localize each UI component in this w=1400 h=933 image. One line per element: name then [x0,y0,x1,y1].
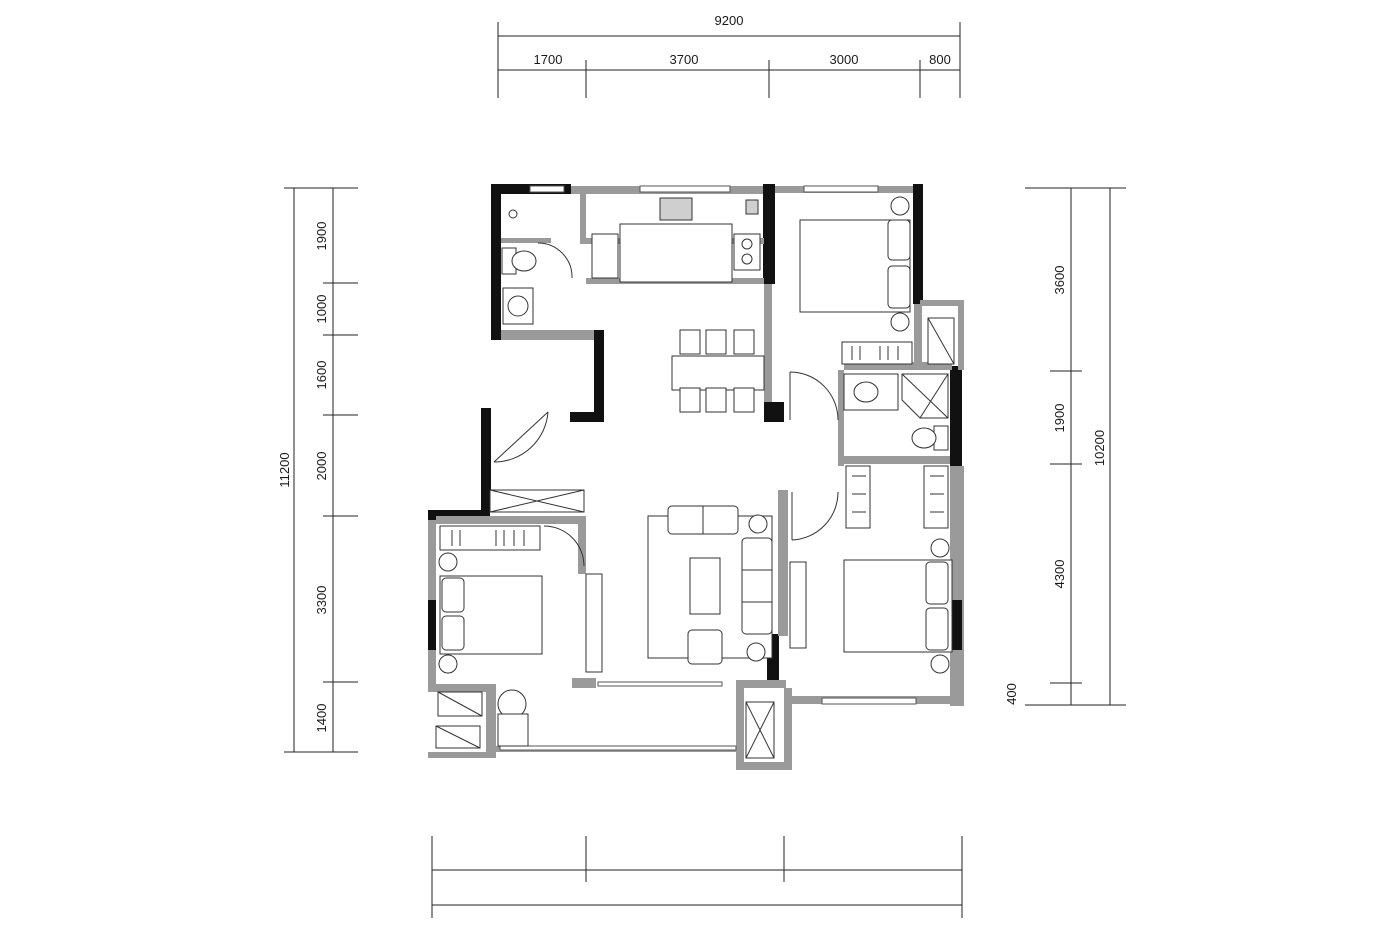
bathroom-right [843,373,949,451]
sink-icon [853,381,879,403]
wardrobe-right-top [841,341,913,365]
bedroom-door-swing [791,491,839,541]
floor-lamp-icon [748,514,768,534]
entry-door [489,411,585,513]
nightstand-lamp-icon [930,538,950,558]
left-dim-5: 3300 [314,586,329,615]
chair-icon [733,329,755,355]
chair-icon [705,387,727,413]
floor-drain-icon [508,209,518,219]
top-dim-2: 3700 [670,52,699,67]
nightstand-lamp-icon [890,312,910,332]
top-dim-4: 800 [929,52,951,67]
ac-units [435,317,955,759]
dining-table [671,355,765,391]
wardrobe [845,465,871,529]
armchair-icon [687,629,723,665]
left-dim-4: 2000 [314,452,329,481]
right-dim-3: 4300 [1052,560,1067,589]
kitchen [591,197,761,283]
bedroom-door-swing [789,371,839,421]
nightstand-lamp-icon [438,552,458,572]
bedroom-top-right [789,196,911,421]
left-dimensions: 11200 1900 1000 1600 2000 3300 1400 [277,187,358,753]
toilet-icon [511,250,537,272]
chair-icon [733,387,755,413]
left-dim-1: 1900 [314,222,329,251]
nightstand-lamp-icon [438,654,458,674]
right-dim-4: 400 [1004,683,1019,705]
nightstand-lamp-icon [890,196,910,216]
sink-icon [507,295,529,317]
toilet-icon [911,427,937,449]
left-dim-3: 1600 [314,361,329,390]
top-dim-1: 1700 [534,52,563,67]
right-dim-2: 1900 [1052,404,1067,433]
right-dimensions: 10200 3600 1900 4300 400 [1004,187,1126,706]
floor-lamp-icon [746,642,766,662]
chair-icon [679,387,701,413]
chair-icon [679,329,701,355]
wardrobe [923,465,949,529]
bath-door-swing [537,242,573,279]
bedroom-right-lower [789,465,953,674]
right-total-dim: 10200 [1092,430,1107,466]
dining-set [671,329,765,413]
kitchen-sink-icon [659,197,693,221]
pillow [441,615,465,651]
coffee-table [689,557,721,615]
top-total-dim: 9200 [715,13,744,28]
pillow [925,561,949,605]
tv-cabinet [789,561,807,649]
pillow [887,219,911,261]
left-total-dim: 11200 [277,452,292,487]
left-dim-6: 1400 [314,704,329,733]
sofa-icon [741,537,773,635]
fridge [591,233,619,279]
top-dimensions: 9200 1700 3700 3000 800 [497,13,961,98]
right-dim-1: 3600 [1052,266,1067,295]
chair-icon [705,329,727,355]
tv-cabinet [585,573,603,673]
wardrobe [439,525,541,551]
left-dim-2: 1000 [314,295,329,324]
bathroom-top-left [501,209,573,325]
nightstand-lamp-icon [930,654,950,674]
pillow [887,265,911,309]
gas-meter-icon [745,199,759,215]
top-dim-3: 3000 [830,52,859,67]
bedroom-bottom-left [438,525,603,674]
washing-machine-icon [497,713,529,747]
bedroom-door-swing [543,525,585,567]
bottom-dimensions [431,836,963,918]
kitchen-counter [619,223,733,283]
living-room [647,505,773,665]
pillow [925,607,949,651]
windows [499,185,917,751]
pillow [441,577,465,613]
balcony [437,689,529,747]
